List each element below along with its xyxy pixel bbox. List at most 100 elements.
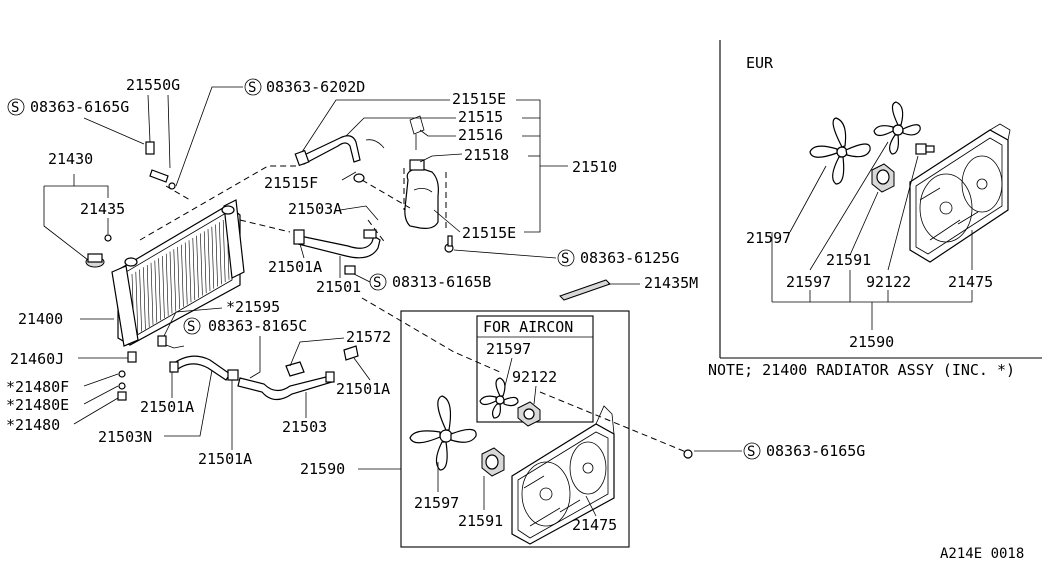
label-21550G: 21550G xyxy=(126,76,180,94)
label-08363-8165C: 08363-8165C xyxy=(208,317,307,335)
label-08363-8165C-group: S 08363-8165C xyxy=(183,317,307,379)
upper-hose xyxy=(293,229,381,275)
label-08313-6165B-group: S 08313-6165B xyxy=(353,273,491,291)
label-21480E: *21480E xyxy=(6,396,69,414)
radiator-fin xyxy=(143,267,146,330)
label-21590: 21590 xyxy=(300,460,345,478)
seal-21435 xyxy=(104,234,112,242)
radiator-fin xyxy=(173,249,177,312)
for-aircon-label: FOR AIRCON xyxy=(483,318,573,336)
sensor-21595 xyxy=(157,335,185,349)
radiator-fin xyxy=(222,219,226,283)
eur-fan-blade-2 xyxy=(873,101,921,155)
radiator-fin xyxy=(196,235,199,298)
radiator-fin xyxy=(158,258,161,321)
diagram-code: A214E 0018 xyxy=(940,546,1024,562)
label-92122-aircon: 92122 xyxy=(512,368,557,386)
radiator-fin xyxy=(219,222,222,285)
radiator-fin xyxy=(165,253,169,316)
label-21515E-bottom: 21515E xyxy=(462,224,516,242)
spacer-21435M xyxy=(559,279,611,301)
main-fan-shroud xyxy=(511,405,615,545)
label-08363-6125G-group: S 08363-6125G xyxy=(453,249,679,267)
eur-inset: EUR xyxy=(719,40,1042,359)
eur-label-21590: 21590 xyxy=(849,333,894,351)
radiator-fin xyxy=(135,271,139,334)
label-21503A: 21503A xyxy=(288,200,342,218)
s-symbol: S xyxy=(11,100,19,116)
label-21510: 21510 xyxy=(572,158,617,176)
label-21597-aircon: 21597 xyxy=(486,340,531,358)
note-text: NOTE; 21400 RADIATOR ASSY (INC. *) xyxy=(708,361,1015,379)
eur-fan-shroud xyxy=(909,123,1011,263)
main-fan-motor xyxy=(481,447,505,477)
radiator-fin xyxy=(211,226,215,289)
aircon-fan-motor xyxy=(517,401,541,427)
label-08363-6165G-fan: 08363-6165G xyxy=(766,442,865,460)
label-08313-6165B: 08313-6165B xyxy=(392,273,491,291)
label-21515F: 21515F xyxy=(264,174,318,192)
label-08363-6125G: 08363-6125G xyxy=(580,249,679,267)
label-21400: 21400 xyxy=(18,310,63,328)
radiator-fin xyxy=(203,231,207,294)
aircon-fan-blade xyxy=(479,377,519,419)
s-symbol: S xyxy=(561,251,569,267)
label-21460J: 21460J xyxy=(10,350,64,368)
radiator-assy xyxy=(111,199,245,347)
eur-fan-blade-1 xyxy=(809,117,871,185)
label-08363-6165G: 08363-6165G xyxy=(30,98,129,116)
radiator-fin xyxy=(181,244,184,307)
radiator-cap xyxy=(85,253,105,268)
bracket-21550G xyxy=(145,141,176,190)
label-21435: 21435 xyxy=(80,200,125,218)
label-21480F: *21480F xyxy=(6,378,69,396)
eur-label-21475: 21475 xyxy=(948,273,993,291)
lower-hose xyxy=(169,345,359,401)
radiator-fin xyxy=(192,237,196,301)
label-21572: 21572 xyxy=(346,328,391,346)
label-21591-main: 21591 xyxy=(458,512,503,530)
label-21501: 21501 xyxy=(316,278,361,296)
label-21503: 21503 xyxy=(282,418,327,436)
eur-label-21597-b: 21597 xyxy=(786,273,831,291)
bolt-shaft xyxy=(447,235,453,247)
label-21501A-2: 21501A xyxy=(140,398,194,416)
label-08363-6165G-fan-group: S 08363-6165G xyxy=(694,442,865,460)
fan-box: FOR AIRCON 21597 92122 xyxy=(400,310,630,548)
s-symbol: S xyxy=(187,319,195,335)
label-21501A-4: 21501A xyxy=(336,380,390,398)
radiator-fin xyxy=(139,269,142,332)
radiator-fin xyxy=(146,264,150,328)
radiator-fin xyxy=(200,233,203,296)
radiator-fin xyxy=(150,262,154,325)
label-08363-6202D-group: S 08363-6202D xyxy=(175,78,365,187)
label-21503N: 21503N xyxy=(98,428,152,446)
radiator-fin xyxy=(162,255,165,319)
eur-label-92122: 92122 xyxy=(866,273,911,291)
radiator-fin xyxy=(188,240,192,303)
radiator-fin xyxy=(215,224,218,287)
label-21516: 21516 xyxy=(458,126,503,144)
label-21515E-top: 21515E xyxy=(452,90,506,108)
s-symbol: S xyxy=(373,275,381,291)
label-21501A-3: 21501A xyxy=(198,450,252,468)
reservoir-tank xyxy=(353,115,439,229)
eur-label: EUR xyxy=(746,54,774,72)
label-21515: 21515 xyxy=(458,108,503,126)
drain-parts xyxy=(117,351,137,401)
s-symbol: S xyxy=(248,80,256,96)
main-fan-blade xyxy=(409,395,477,471)
radiator-core xyxy=(131,217,230,337)
reservoir-hose xyxy=(294,135,385,167)
eur-fan-motor xyxy=(871,163,895,193)
label-21518: 21518 xyxy=(464,146,509,164)
label-21480: *21480 xyxy=(6,416,60,434)
radiator-fin xyxy=(177,246,180,310)
label-21430: 21430 xyxy=(48,150,93,168)
label-08363-6202D: 08363-6202D xyxy=(266,78,365,96)
label-21501A-1: 21501A xyxy=(268,258,322,276)
label-21435M: 21435M xyxy=(644,274,698,292)
s-symbol: S xyxy=(747,444,755,460)
bolt-08363-6165G xyxy=(683,449,693,459)
label-08363-6165G-group: S 08363-6165G xyxy=(7,98,145,145)
